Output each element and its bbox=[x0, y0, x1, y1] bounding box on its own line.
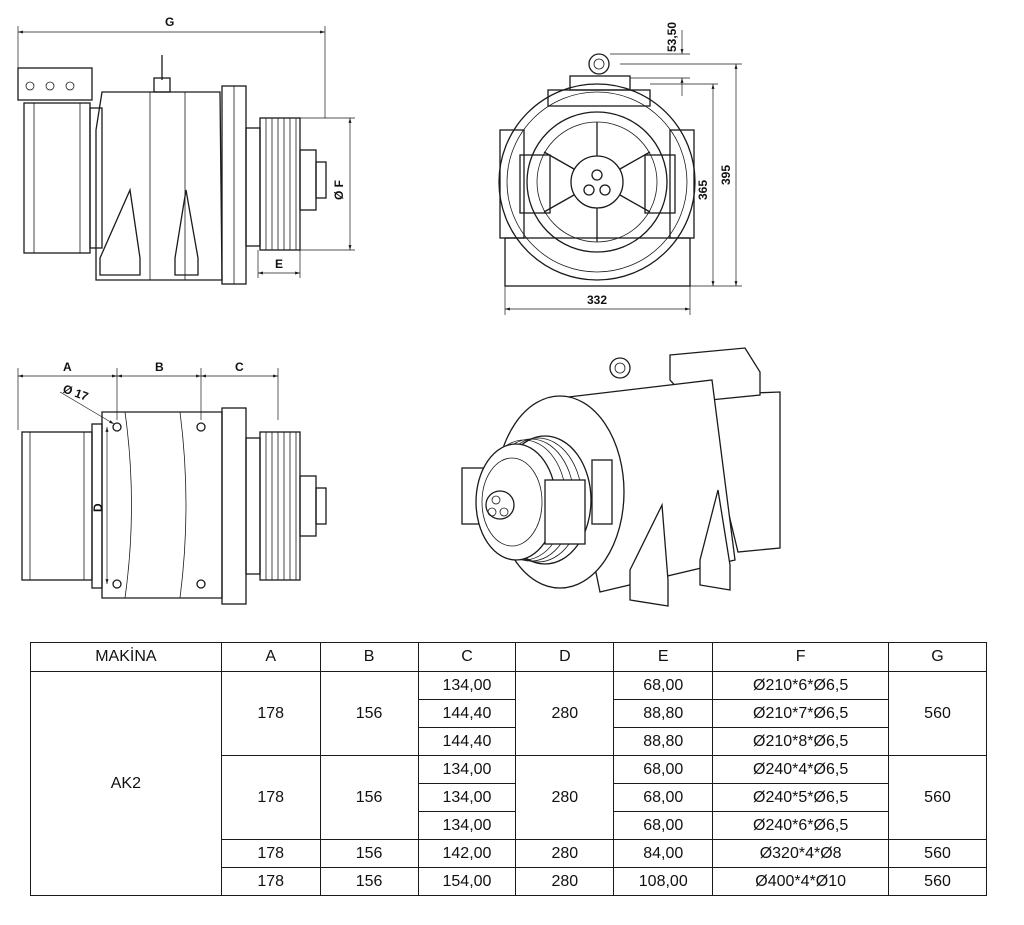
cell-c: 134,00 bbox=[417, 811, 517, 840]
cell-d: 280 bbox=[515, 755, 615, 840]
dim-label-h2: 395 bbox=[719, 165, 733, 185]
cell-f: Ø240*4*Ø6,5 bbox=[712, 755, 890, 784]
cell-b: 156 bbox=[319, 867, 419, 896]
header-c: C bbox=[417, 642, 517, 672]
header-machine: MAKİNA bbox=[30, 642, 222, 672]
cell-a: 178 bbox=[220, 839, 321, 868]
cell-f: Ø210*6*Ø6,5 bbox=[712, 671, 890, 700]
table-row: AK2 178 156 134,00 280 68,00 Ø210*6*Ø6,5… bbox=[30, 671, 987, 896]
dim-label-g: G bbox=[165, 15, 174, 29]
dim-label-h1: 53,50 bbox=[665, 22, 679, 52]
cell-f: Ø240*5*Ø6,5 bbox=[712, 783, 890, 812]
header-f: F bbox=[712, 642, 890, 672]
cell-f: Ø210*7*Ø6,5 bbox=[712, 699, 890, 728]
cell-c: 144,40 bbox=[417, 699, 517, 728]
cell-c: 154,00 bbox=[417, 867, 517, 896]
cell-b: 156 bbox=[319, 671, 419, 756]
cell-c: 142,00 bbox=[417, 839, 517, 868]
dim-label-h3: 365 bbox=[696, 180, 710, 200]
dim-label-w: 332 bbox=[587, 293, 607, 307]
cell-g: 560 bbox=[888, 755, 987, 840]
header-b: B bbox=[319, 642, 419, 672]
header-d: D bbox=[515, 642, 615, 672]
cell-d: 280 bbox=[515, 671, 615, 756]
specifications-table: MAKİNA A B C D E F G AK2 178 156 134,00 … bbox=[30, 642, 987, 896]
cell-c: 134,00 bbox=[417, 783, 517, 812]
cell-a: 178 bbox=[220, 755, 321, 840]
side-view: G Ø F bbox=[17, 15, 355, 285]
cell-c: 134,00 bbox=[417, 671, 517, 700]
table-row: 178 156 142,00 280 84,00 Ø320*4*Ø8 560 bbox=[31, 839, 987, 868]
cell-g: 560 bbox=[888, 839, 987, 868]
cell-d: 280 bbox=[515, 839, 615, 868]
cell-b: 156 bbox=[319, 755, 419, 840]
table-row: 178 156 134,00 280 68,00 Ø240*4*Ø6,5 560 bbox=[31, 755, 987, 840]
dim-label-f: Ø F bbox=[332, 180, 346, 200]
header-a: A bbox=[220, 642, 321, 672]
cell-a: 178 bbox=[220, 867, 321, 896]
machine-cell: AK2 bbox=[30, 671, 222, 896]
cell-f: Ø210*8*Ø6,5 bbox=[712, 727, 890, 756]
dim-label-d: D bbox=[91, 503, 105, 512]
dim-label-a: A bbox=[63, 360, 72, 374]
cell-g: 560 bbox=[888, 671, 987, 756]
plan-view: A B C Ø 17 D bbox=[17, 360, 327, 605]
dim-label-hole: Ø 17 bbox=[61, 382, 91, 404]
isometric-view bbox=[461, 347, 781, 607]
technical-drawings: G Ø F bbox=[17, 15, 781, 607]
cell-e: 68,00 bbox=[613, 783, 714, 812]
cell-e: 88,80 bbox=[613, 699, 714, 728]
cell-b: 156 bbox=[319, 839, 419, 868]
cell-f: Ø320*4*Ø8 bbox=[712, 839, 890, 868]
cell-c: 144,40 bbox=[417, 727, 517, 756]
table-row: 134,00 68,00 Ø240*5*Ø6,5 bbox=[31, 783, 987, 812]
dim-label-e: E bbox=[275, 257, 283, 271]
dim-label-b: B bbox=[155, 360, 164, 374]
cell-c: 134,00 bbox=[417, 755, 517, 784]
cell-e: 68,00 bbox=[613, 671, 714, 700]
front-view: 53,50 395 365 332 bbox=[498, 22, 742, 315]
cell-e: 108,00 bbox=[613, 867, 714, 896]
cell-e: 68,00 bbox=[613, 811, 714, 840]
cell-g: 560 bbox=[888, 867, 987, 896]
cell-a: 178 bbox=[220, 671, 321, 756]
cell-d: 280 bbox=[515, 867, 615, 896]
header-e: E bbox=[613, 642, 714, 672]
header-g: G bbox=[888, 642, 987, 672]
dim-label-c: C bbox=[235, 360, 244, 374]
cell-f: Ø400*4*Ø10 bbox=[712, 867, 890, 896]
cell-e: 84,00 bbox=[613, 839, 714, 868]
cell-f: Ø240*6*Ø6,5 bbox=[712, 811, 890, 840]
cell-e: 88,80 bbox=[613, 727, 714, 756]
table-row: 178 156 154,00 280 108,00 Ø400*4*Ø10 560 bbox=[31, 867, 987, 896]
cell-e: 68,00 bbox=[613, 755, 714, 784]
table-header-row: MAKİNA A B C D E F G bbox=[30, 642, 987, 672]
table-row: 144,40 88,80 Ø210*8*Ø6,5 bbox=[31, 727, 987, 756]
